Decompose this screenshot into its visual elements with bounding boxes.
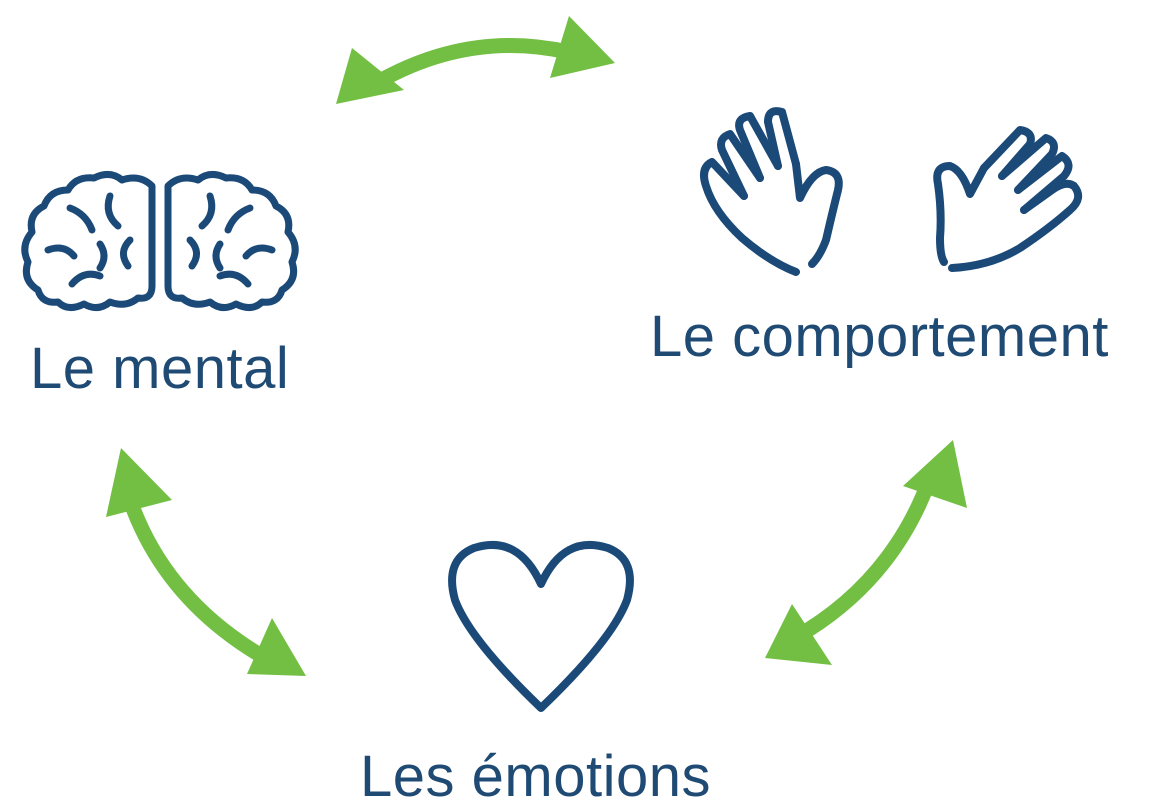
hands-icon	[700, 107, 1083, 276]
arrow-emotions-mental	[106, 448, 306, 676]
node-label-emotions: Les émotions	[360, 744, 711, 809]
heart-icon	[448, 540, 634, 712]
arrow-mental-comportement	[336, 16, 615, 104]
arrow-comportement-emotions	[765, 440, 967, 665]
node-label-mental: Le mental	[30, 336, 290, 401]
node-label-comportement: Le comportement	[650, 304, 1109, 369]
brain-icon	[21, 171, 299, 311]
